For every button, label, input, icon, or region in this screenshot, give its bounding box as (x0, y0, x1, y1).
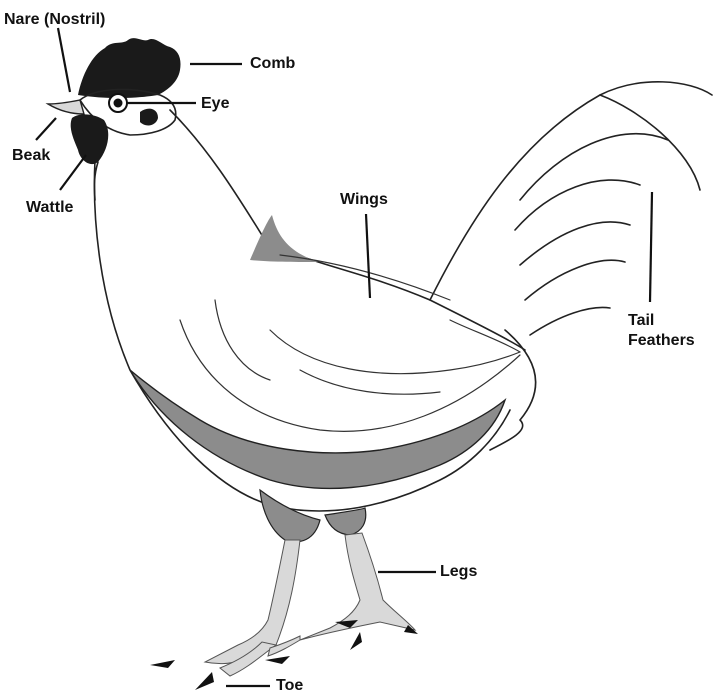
legs-label: Legs (440, 562, 477, 581)
comb-label: Comb (250, 54, 295, 73)
wattle-label: Wattle (26, 198, 73, 217)
wattle-leader (60, 155, 86, 190)
head-drawing (48, 38, 181, 200)
toe-label: Toe (276, 676, 303, 695)
body-drawing (94, 110, 525, 542)
beak-label: Beak (12, 146, 50, 165)
wings-leader (366, 214, 370, 298)
wattle-shape (71, 114, 109, 164)
eye-label: Eye (201, 94, 229, 113)
nare-label: Nare (Nostril) (4, 10, 105, 29)
wings-label: Wings (340, 190, 388, 209)
feathers-label: Feathers (628, 331, 695, 350)
legs-drawing (150, 533, 418, 690)
beak-shape (48, 100, 84, 114)
tail-feathers-drawing (430, 82, 712, 450)
leader-lines (36, 28, 652, 686)
tail-label: Tail (628, 311, 654, 330)
nare-leader (58, 28, 70, 92)
tail-leader (650, 192, 652, 302)
beak-leader (36, 118, 56, 140)
